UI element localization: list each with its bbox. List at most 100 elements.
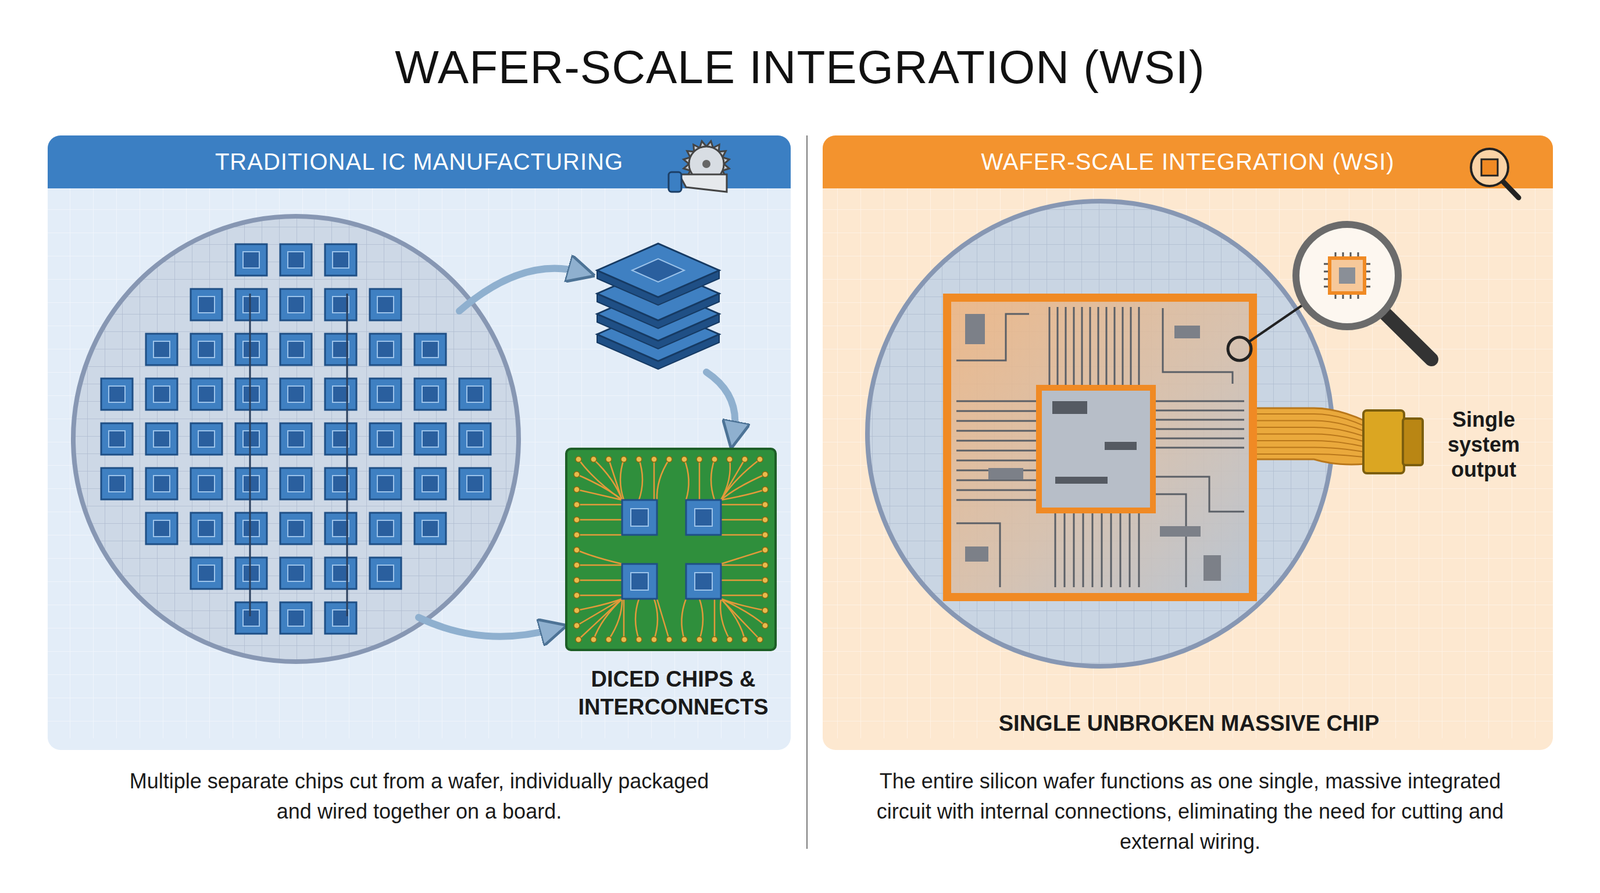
circuit-board-part-part xyxy=(573,516,580,523)
figure-label: DICED CHIPS & INTERCONNECTS xyxy=(551,665,796,721)
wafer-die xyxy=(414,468,446,500)
wafer-die xyxy=(459,378,491,410)
circuit-board-part-part xyxy=(576,519,623,521)
circuit-board-part-part xyxy=(573,501,580,508)
circuit-board-part-part xyxy=(576,594,623,597)
circuit-board-part-part xyxy=(720,550,766,564)
wafer-chip-part-part xyxy=(1101,513,1103,588)
wafer-chip-part-part xyxy=(1048,306,1051,385)
wafer-die xyxy=(235,378,267,410)
wafer-die-part xyxy=(325,378,357,410)
ribbon-cable-part-part xyxy=(1252,413,1364,426)
right-panel-part xyxy=(822,188,1553,739)
wafer-die-part xyxy=(325,288,357,321)
wafer-die-part xyxy=(414,378,446,410)
figure-label: SINGLE UNBROKEN MASSIVE CHIP xyxy=(927,710,1451,738)
magnifier-part xyxy=(1383,312,1432,360)
magnifier-part-part xyxy=(1329,258,1365,294)
wafer-die-part xyxy=(235,333,267,366)
wafer-chip-part-part xyxy=(1063,513,1066,588)
wafer-die xyxy=(145,333,178,366)
wafer-die-part xyxy=(287,565,305,582)
wafer-die-part xyxy=(153,341,170,358)
ribbon-cable-part-part xyxy=(1252,447,1364,453)
circuit-board-part-part xyxy=(573,471,580,478)
circuit-board-part-part xyxy=(651,636,657,643)
circuit-board-part xyxy=(566,448,776,650)
circuit-board-part-part xyxy=(573,607,580,614)
wafer-die-part xyxy=(369,468,402,500)
circuit-board-part-part xyxy=(698,459,701,500)
circuit-board-part-part xyxy=(630,508,649,527)
wafer-die xyxy=(190,288,223,321)
wafer-die xyxy=(325,288,357,321)
wafer-die xyxy=(190,512,223,545)
wafer-chip-part-part xyxy=(1138,306,1141,385)
wafer-chip-part xyxy=(965,313,985,345)
wafer-die-part xyxy=(287,386,305,403)
search-icon-part xyxy=(1481,159,1498,176)
circuit-board-part-part xyxy=(726,456,733,463)
wafer-die-part xyxy=(280,468,312,500)
wafer-die-part xyxy=(190,378,223,410)
flow-arrows-part xyxy=(459,268,582,312)
wafer-chip-part-part xyxy=(956,499,1037,502)
circuit-board-part-part xyxy=(696,636,703,643)
circuit-board-part-part xyxy=(741,636,748,643)
flow-arrows-part xyxy=(418,617,554,637)
circuit-board-part-part xyxy=(654,598,658,640)
ribbon-cable-part xyxy=(1363,410,1405,474)
wafer-chip-part-part xyxy=(1162,308,1233,384)
circuit-board-part-part xyxy=(630,572,649,591)
wafer-chip-part-part xyxy=(1129,513,1131,588)
circuit-board-part-part xyxy=(762,592,769,599)
wafer-die-part xyxy=(101,378,133,410)
wafer-chip-part xyxy=(947,297,1253,598)
wafer-die-part xyxy=(369,333,402,366)
wafer-die-part xyxy=(325,512,357,545)
wafer-die-part xyxy=(243,609,260,627)
wafer-chip-part-part xyxy=(956,450,1037,452)
wafer-die-part xyxy=(190,333,223,366)
wafer-die-part xyxy=(235,512,267,545)
wafer-chip-part-part xyxy=(1105,306,1108,385)
wafer-die-part xyxy=(145,512,178,545)
wafer-die-part xyxy=(145,423,178,455)
wafer-chip-part xyxy=(1052,401,1088,414)
wafer-chip-part-part xyxy=(956,440,1037,442)
wafer-chip-part-part xyxy=(1073,513,1075,588)
circuit-board-part-part xyxy=(720,534,766,537)
wafer-chip-part-part xyxy=(1155,400,1245,403)
circuit-board-part-part xyxy=(576,579,623,582)
wafer-die xyxy=(369,423,402,455)
wafer-chip-part-part xyxy=(1097,306,1100,385)
wafer-chip-part-part xyxy=(956,420,1037,423)
wafer-die-part xyxy=(369,378,402,410)
wafer-die-part xyxy=(198,341,215,358)
wafer-die xyxy=(280,378,312,410)
left-wafer-part xyxy=(73,216,519,662)
left-wafer-part xyxy=(73,216,519,662)
circuit-board-part-part xyxy=(762,501,769,508)
wafer-die-part xyxy=(153,520,170,537)
circuit-board-part xyxy=(573,456,769,643)
wafer-die-part xyxy=(280,333,312,366)
circuit-board-part-part xyxy=(711,456,718,463)
circuit-board-part-part xyxy=(576,504,623,506)
wafer-die xyxy=(280,468,312,500)
wafer-die-part xyxy=(325,333,357,366)
circuit-board-part-part xyxy=(653,459,656,500)
magnifier-part xyxy=(1323,252,1371,299)
left-panel-part xyxy=(47,135,791,750)
circuit-board-part-part xyxy=(576,564,623,567)
wafer-die xyxy=(325,423,357,455)
circuit-board-part-part xyxy=(726,636,733,643)
wafer-die-part xyxy=(235,602,267,634)
wafer-die xyxy=(325,468,357,500)
wafer-die xyxy=(369,557,402,589)
wafer-chip-part-part xyxy=(1081,306,1084,385)
wafer-die xyxy=(190,557,223,589)
wafer-die xyxy=(280,244,312,276)
right-panel-part xyxy=(822,135,1553,189)
wafer-die xyxy=(145,378,178,410)
